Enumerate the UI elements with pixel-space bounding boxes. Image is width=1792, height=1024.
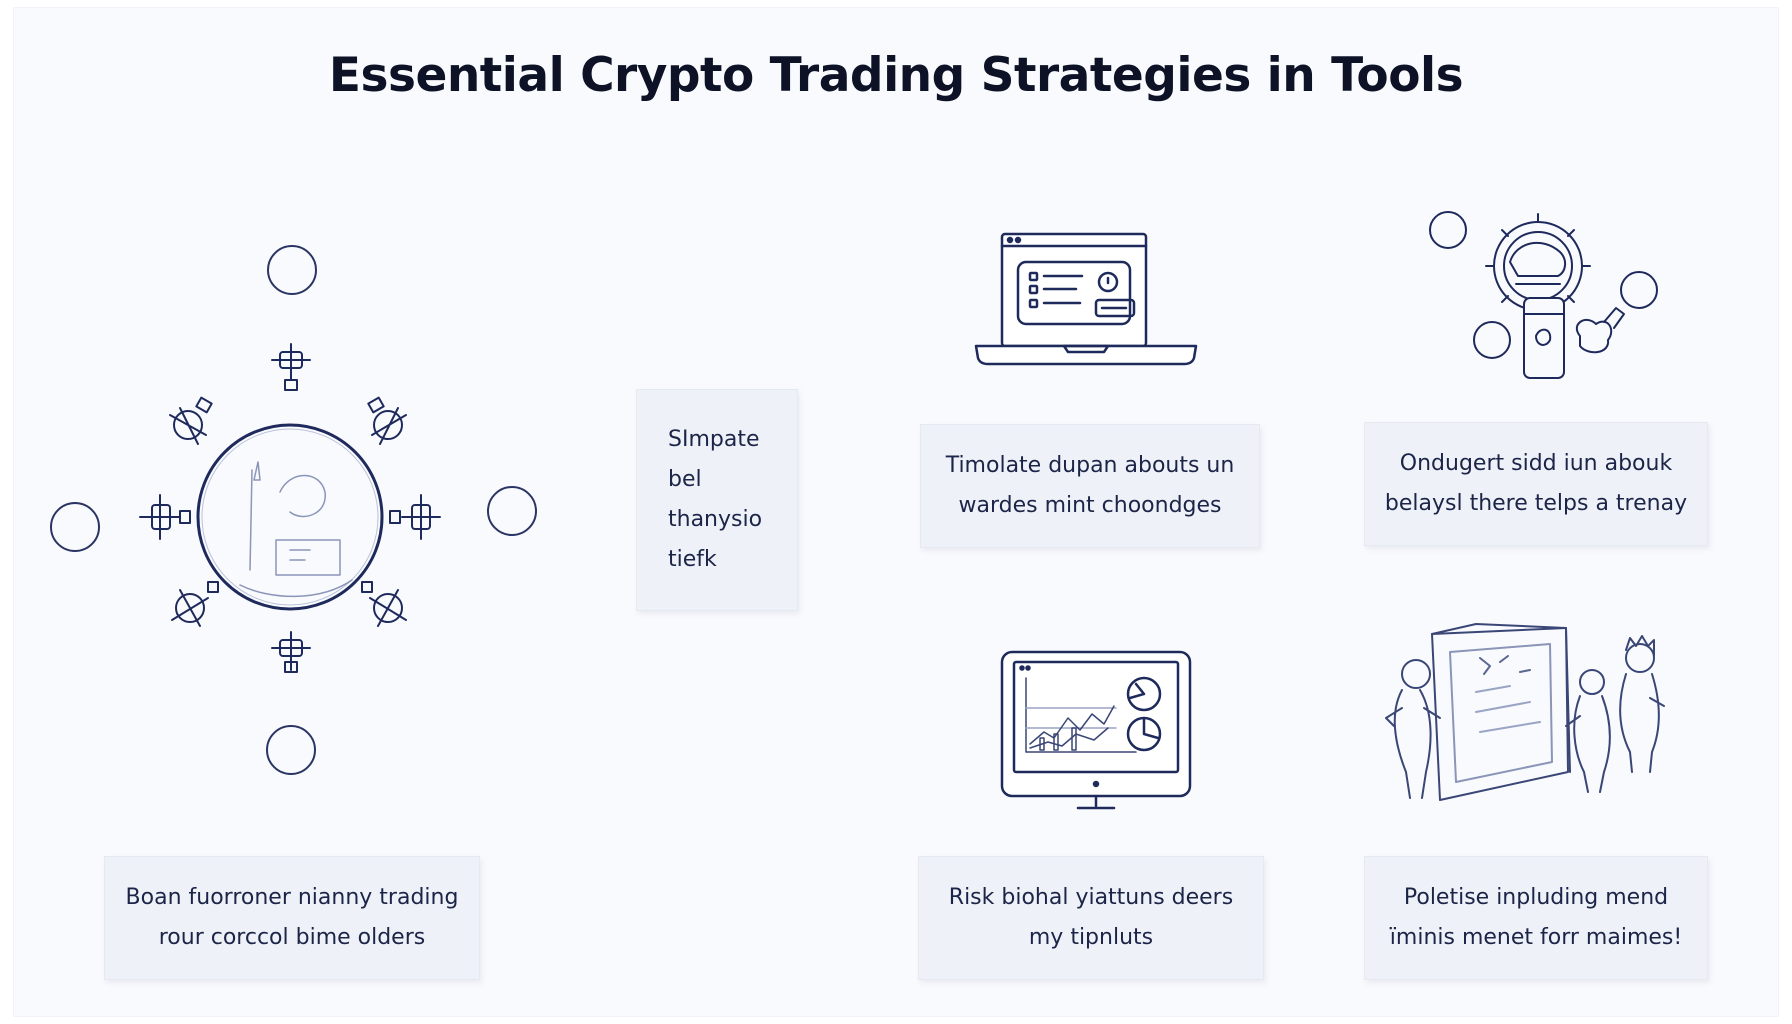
hub-circle (198, 425, 382, 609)
team-box-illustration (1380, 622, 1680, 818)
orbit-icon-bottom-right (362, 582, 406, 626)
satellite-circle-bottom (267, 726, 315, 774)
card-ondugert-text: Ondugert sidd iun abouk belaysl there te… (1384, 451, 1688, 516)
card-poletise-text: Poletise inpluding mend ïminis menet for… (1389, 885, 1683, 950)
card-ondugert: Ondugert sidd iun abouk belaysl there te… (1364, 422, 1708, 546)
card-risk: Risk biohal yiattuns deers my tipnluts (918, 856, 1264, 980)
orbit-icon-top-left (170, 398, 212, 444)
card-boan-text: Boan fuorroner nianny trading rour corcc… (125, 885, 459, 950)
satellite-circle-right (488, 487, 536, 535)
orbit-icon-right (390, 495, 440, 539)
trading-hub-illustration (40, 230, 560, 790)
card-simpate-text: SImpate bel thanysio tiefk (668, 427, 763, 572)
hub-sketch (240, 462, 352, 596)
satellite-circle-left (51, 503, 99, 551)
card-simpate: SImpate bel thanysio tiefk (636, 389, 798, 611)
card-risk-text: Risk biohal yiattuns deers my tipnluts (948, 885, 1234, 950)
orbit-icon-top-right (368, 398, 406, 444)
card-boan: Boan fuorroner nianny trading rour corcc… (104, 856, 480, 980)
orbit-icon-top (272, 344, 310, 390)
laptop-icon (974, 230, 1198, 368)
tools-gear-illustration (1420, 206, 1670, 386)
card-timolate: Timolate dupan abouts un wardes mint cho… (920, 424, 1260, 548)
orbit-icon-bottom (272, 632, 310, 672)
card-poletise: Poletise inpluding mend ïminis menet for… (1364, 856, 1708, 980)
orbit-icon-left (140, 495, 190, 539)
page-title: Essential Crypto Trading Strategies in T… (328, 48, 1464, 103)
orbit-icon-bottom-left (172, 582, 218, 626)
satellite-circle-top (268, 246, 316, 294)
card-timolate-text: Timolate dupan abouts un wardes mint cho… (945, 453, 1235, 518)
monitor-chart-icon (996, 648, 1194, 816)
